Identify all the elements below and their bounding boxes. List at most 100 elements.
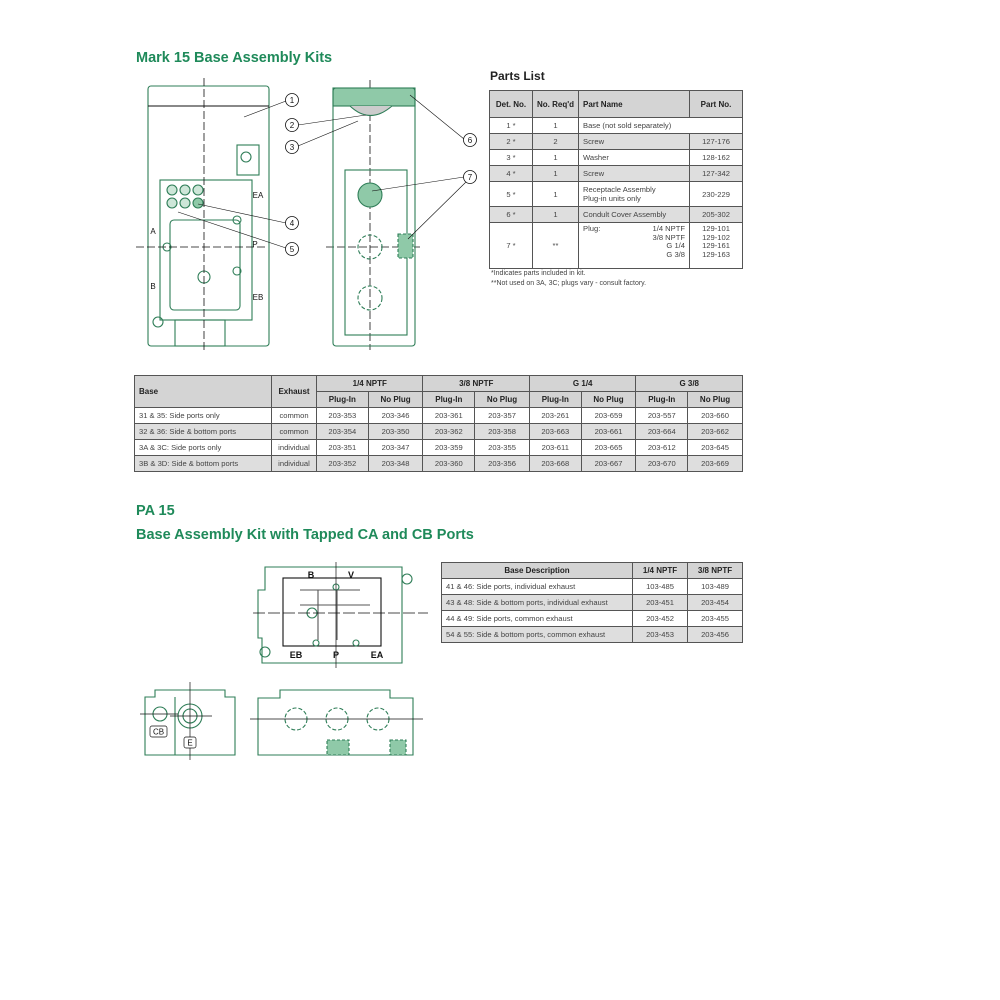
callout-2: 2 [290, 121, 295, 130]
plug-size: G 1/4 [666, 241, 685, 250]
cell: individual [271, 439, 317, 456]
cell: 230-229 [689, 181, 743, 207]
pa-port-ea: EA [371, 650, 384, 660]
cell: 203-355 [474, 439, 530, 456]
cell: common [271, 423, 317, 440]
table-row: 43 & 48: Side & bottom ports, individual… [441, 594, 743, 611]
subheader-no-plug: No Plug [474, 391, 530, 408]
callout-7: 7 [468, 173, 473, 182]
cell: ** [531, 222, 580, 269]
pa-port-b: B [308, 570, 315, 580]
pa-port-cb: CB [153, 728, 164, 737]
cell: 1 * [489, 117, 533, 134]
port-p: P [252, 240, 257, 249]
cell: 203-348 [367, 455, 424, 472]
plug-size: 3/8 NPTF [652, 232, 686, 242]
cell: 203-454 [687, 594, 743, 611]
pa15-table: Base Description 1/4 NPTF 3/8 NPTF 41 & … [441, 562, 743, 643]
cell: 32 & 36: Side & bottom ports [134, 423, 272, 440]
cell: 203-665 [580, 439, 637, 456]
cell: 203-356 [474, 455, 530, 472]
cell: Washer [578, 149, 690, 166]
col-14-nptf: 1/4 NPTF [632, 562, 688, 579]
cell: 203-661 [580, 423, 637, 440]
cell: 203-663 [528, 423, 582, 440]
cell: 1 [531, 117, 580, 134]
col-base: Base [134, 375, 272, 408]
cell: 203-261 [528, 407, 582, 424]
pa-port-e: E [187, 739, 192, 748]
cell: 3 * [489, 149, 533, 166]
plug-size: 1/4 NPTF [652, 224, 686, 233]
cell: 203-612 [635, 439, 689, 456]
callout-leaders [177, 94, 467, 249]
cell: Screw [578, 133, 690, 150]
parts-list-table: Det. No. No. Req'd Part Name Part No. 1 … [489, 90, 743, 269]
cell: 2 [531, 133, 580, 150]
cell: Screw [578, 165, 690, 182]
callout-6: 6 [468, 136, 473, 145]
parts-list-title: Parts List [490, 69, 545, 83]
col-38-nptf: 3/8 NPTF [687, 562, 743, 579]
cell: 129-101 129-102 129-161 129-163 [689, 222, 743, 269]
cell: 203-347 [367, 439, 424, 456]
cell: common [271, 407, 317, 424]
plug-label: Plug: [583, 224, 601, 233]
cell: 4 * [489, 165, 533, 182]
subheader-plug-in: Plug-In [422, 391, 476, 408]
cell: 127-176 [689, 133, 743, 150]
cell: 203-351 [316, 439, 369, 456]
cell: 41 & 46: Side ports, individual exhaust [441, 578, 633, 595]
table-row: 54 & 55: Side & bottom ports, common exh… [441, 626, 743, 643]
cell: Base (not sold separately) [578, 117, 743, 134]
cell: 203-360 [422, 455, 476, 472]
subheader-plug-in: Plug-In [528, 391, 582, 408]
table-row: 7 * ** Plug: 1/4 NPTF 3/8 NPTF G 1/4 G 3… [489, 222, 743, 269]
cell: 203-664 [635, 423, 689, 440]
subheader-plug-in: Plug-In [316, 391, 369, 408]
footnotes: *Indicates parts included in kit. **Not … [491, 269, 646, 289]
plug-size: G 3/8 [666, 249, 685, 259]
cell: 54 & 55: Side & bottom ports, common exh… [441, 626, 633, 643]
callout-4: 4 [290, 219, 295, 228]
callout-3: 3 [290, 143, 295, 152]
pa-port-eb: EB [290, 650, 303, 660]
plug-part: 129-102 [702, 232, 730, 242]
cell: 203-350 [367, 423, 424, 440]
col-det-no: Det. No. [489, 90, 533, 118]
port-ea: EA [253, 191, 264, 200]
cell: 203-353 [316, 407, 369, 424]
cell: 203-354 [316, 423, 369, 440]
cell: 203-611 [528, 439, 582, 456]
cell: 1 [531, 165, 580, 182]
cell: Plug: 1/4 NPTF 3/8 NPTF G 1/4 G 3/8 [578, 222, 690, 269]
plug-part: 129-101 [702, 224, 730, 233]
port-a: A [150, 227, 156, 236]
pa-port-v: V [348, 570, 354, 580]
pa-port-p: P [333, 650, 339, 660]
cell: 203-668 [528, 455, 582, 472]
cell: 203-452 [632, 610, 688, 627]
cell: 203-660 [687, 407, 743, 424]
part-name: Receptacle Assembly [583, 185, 656, 194]
subheader-no-plug: No Plug [367, 391, 424, 408]
section-title-mark15: Mark 15 Base Assembly Kits [136, 50, 333, 66]
mark15-side-view [332, 87, 416, 347]
cell: 203-361 [422, 407, 476, 424]
cell: 203-352 [316, 455, 369, 472]
pa15-side-view [257, 689, 414, 756]
cell: Condult Cover Assembly [578, 206, 690, 223]
subheader-plug-in: Plug-In [635, 391, 689, 408]
section-subtitle-pa15: Base Assembly Kit with Tapped CA and CB … [136, 527, 474, 543]
cell: 203-645 [687, 439, 743, 456]
group-header: G 1/4 [528, 375, 637, 392]
cell: 203-362 [422, 423, 476, 440]
